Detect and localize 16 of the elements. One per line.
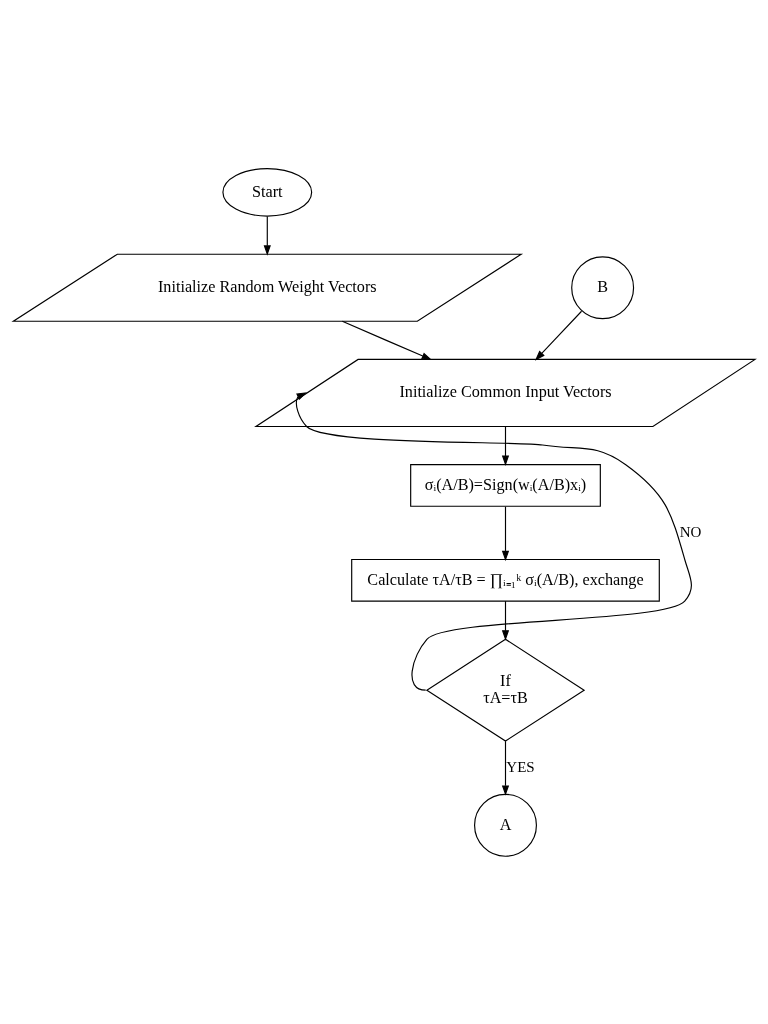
edge-label: YES (506, 758, 535, 775)
arrow (501, 600, 510, 641)
node-ellipse: Start (222, 167, 313, 217)
node-circle: A (474, 793, 537, 857)
arrow (501, 425, 510, 466)
arrow (501, 505, 510, 561)
edge-label: NO (679, 523, 702, 540)
arrow (501, 740, 510, 796)
node-box: Calculate τA/τB = ∏ᵢ₌₁ᵏ σᵢ(A/B), exchange (351, 558, 660, 602)
node-diamond: If τA=τB (425, 638, 586, 742)
arrow (295, 391, 692, 691)
arrow (534, 310, 583, 361)
arrow (341, 320, 433, 360)
node-box: σᵢ(A/B)=Sign(wᵢ(A/B)xᵢ) (410, 463, 601, 507)
arrow (263, 215, 271, 256)
node-circle: B (571, 255, 635, 319)
